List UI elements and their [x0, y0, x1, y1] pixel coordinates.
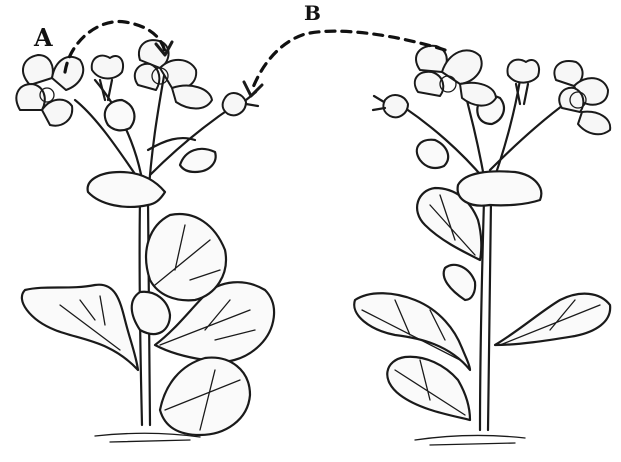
right-flower-bud — [373, 95, 408, 117]
right-small-leaf-low — [444, 265, 475, 300]
right-basal-leaf-right — [495, 294, 610, 345]
right-ground-line — [415, 435, 525, 445]
left-flower-tube — [92, 56, 123, 100]
right-stem-leaf — [458, 171, 542, 205]
right-plant — [354, 46, 610, 445]
left-flower-b — [135, 40, 212, 108]
label-b: B — [304, 1, 321, 25]
left-flower-a — [16, 55, 83, 126]
right-flower-a — [415, 46, 496, 106]
left-big-leaf-mid — [146, 214, 226, 300]
left-ground-line — [95, 433, 200, 442]
left-plant — [16, 40, 274, 442]
right-flower-tube — [507, 60, 539, 104]
left-base-leaf-bottom — [160, 358, 250, 435]
label-a: A — [33, 23, 53, 52]
right-flower-b — [554, 61, 610, 134]
left-basal-leaf-left — [22, 285, 138, 370]
left-stem-leaf — [88, 172, 165, 207]
left-small-leaf-low — [132, 292, 170, 334]
